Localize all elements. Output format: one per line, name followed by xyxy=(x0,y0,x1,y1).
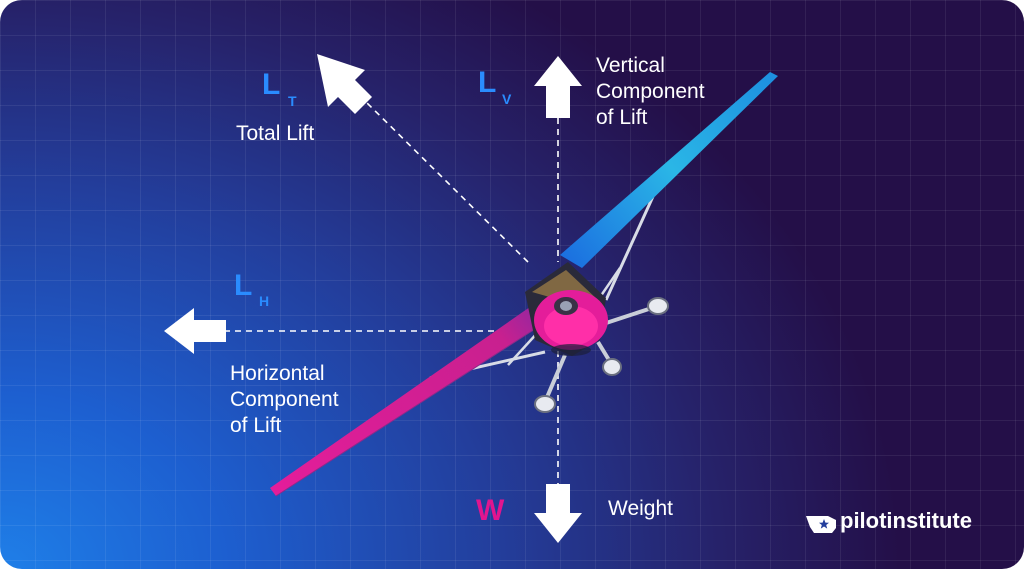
lh-symbol: L xyxy=(234,269,253,302)
vertical-lift-arrow-icon xyxy=(534,56,582,118)
w-symbol: W xyxy=(476,494,505,527)
lt-symbol: L xyxy=(262,68,281,101)
brand-name: pilotinstitute xyxy=(840,508,972,533)
total-lift-dashed-line xyxy=(361,97,529,263)
horizontal-lift-arrow-icon xyxy=(164,308,226,354)
airplane-illustration xyxy=(270,72,778,497)
wing-star-icon xyxy=(806,516,836,533)
total-lift-arrow-icon xyxy=(317,54,372,114)
lh-subscript: H xyxy=(259,293,270,309)
vertical-component-label: Vertical Component of Lift xyxy=(596,54,705,129)
lv-subscript: V xyxy=(502,91,512,107)
horizontal-component-label: Horizontal Component of Lift xyxy=(230,362,339,437)
weight-label: Weight xyxy=(608,497,673,520)
lt-subscript: T xyxy=(288,93,297,109)
total-lift-label: Total Lift xyxy=(236,122,315,145)
lv-symbol: L xyxy=(478,66,497,99)
weight-arrow-icon xyxy=(534,484,582,543)
